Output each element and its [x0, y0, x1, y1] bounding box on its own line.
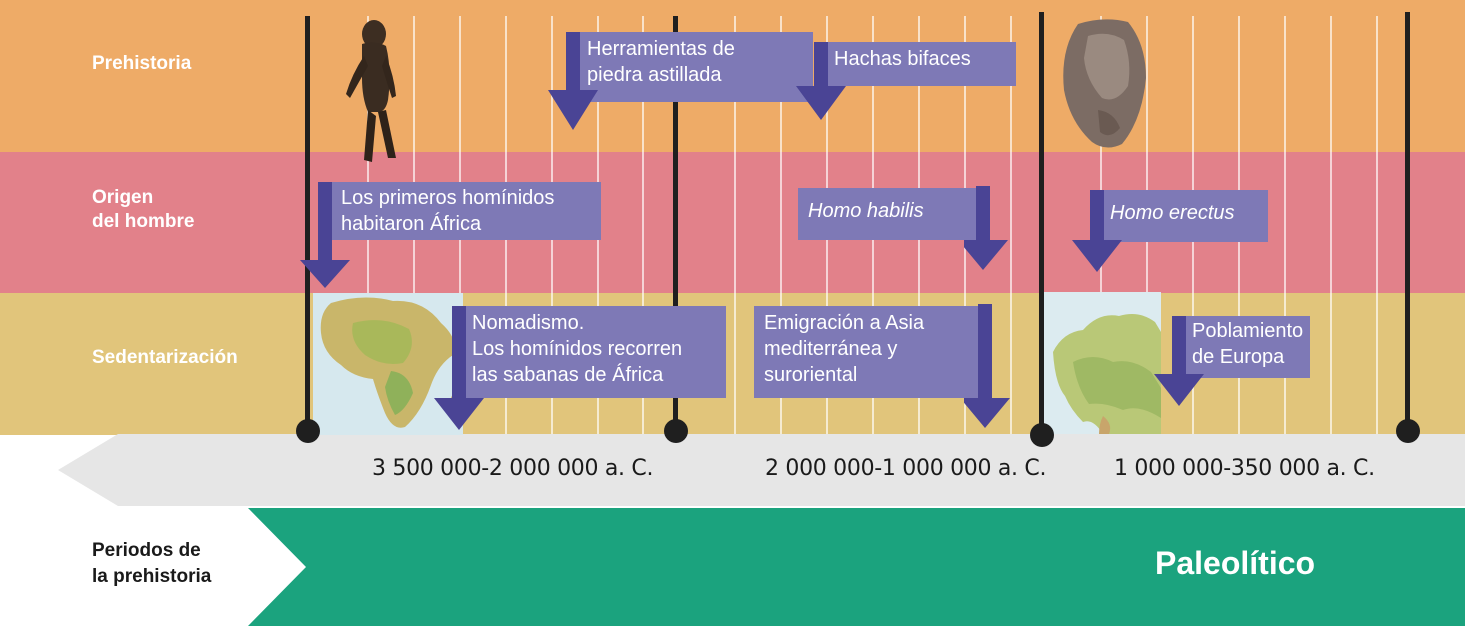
timeline-divider	[1039, 12, 1044, 430]
timeline-arrow	[58, 434, 1465, 506]
timeline-dot	[296, 419, 320, 443]
callout-emigracion: Emigración a Asia mediterránea y surorie…	[754, 306, 982, 398]
callout-poblamiento: Poblamiento de Europa	[1182, 316, 1310, 378]
callout-homo-erectus-text: Homo erectus	[1110, 202, 1235, 224]
callout-primeros-line1: Los primeros homínidos	[341, 187, 555, 209]
arrow-emigracion	[964, 304, 1010, 428]
date-range-3: 1 000 000-350 000 a. C.	[1114, 456, 1375, 481]
callout-nomadismo: Nomadismo. Los homínidos recorren las sa…	[462, 306, 726, 398]
callout-homo-habilis: Homo habilis	[798, 188, 976, 240]
stone-hand-axe	[1063, 19, 1146, 148]
callout-poblamiento-line2: de Europa	[1192, 346, 1285, 368]
callout-primeros-line2: habitaron África	[341, 213, 482, 235]
callout-herramientas-line1: Herramientas de	[587, 38, 735, 60]
row-label-origen: Origen del hombre	[92, 186, 194, 234]
timeline-divider	[1405, 12, 1410, 430]
hominid-figure	[346, 20, 396, 162]
arrow-herramientas	[548, 32, 598, 130]
period-label: Periodos de la prehistoria	[92, 538, 211, 590]
callout-emigracion-line2: mediterránea y	[764, 338, 898, 360]
callout-emigracion-line1: Emigración a Asia	[764, 312, 925, 334]
gridline	[1284, 16, 1286, 434]
row-label-origen-line2: del hombre	[92, 211, 195, 232]
row-label-sedentarizacion: Sedentarización	[92, 347, 238, 368]
callout-primeros: Los primeros homínidos habitaron África	[331, 182, 601, 240]
arrow-homo-habilis	[964, 186, 1008, 270]
timeline-dot	[1030, 423, 1054, 447]
callout-nomadismo-line2: Los homínidos recorren	[472, 338, 683, 360]
date-range-1: 3 500 000-2 000 000 a. C.	[372, 456, 654, 481]
arrow-hachas	[796, 42, 846, 120]
period-band	[248, 508, 1465, 626]
callout-nomadismo-line1: Nomadismo.	[472, 312, 585, 334]
timeline-dot	[664, 419, 688, 443]
arrow-primeros	[300, 182, 350, 288]
timeline-divider	[673, 16, 678, 430]
gridline	[642, 16, 644, 434]
period-name-paleolitico: Paleolítico	[1155, 545, 1316, 581]
callout-emigracion-line3: suroriental	[764, 364, 858, 386]
gridline	[1330, 16, 1332, 434]
callout-homo-erectus: Homo erectus	[1100, 190, 1268, 242]
callout-homo-habilis-text: Homo habilis	[808, 200, 924, 222]
date-range-2: 2 000 000-1 000 000 a. C.	[765, 456, 1047, 481]
row-label-prehistoria: Prehistoria	[92, 53, 192, 74]
gridline	[1376, 16, 1378, 434]
period-label-line2: la prehistoria	[92, 566, 212, 587]
gridline	[734, 16, 736, 434]
africa-map	[313, 293, 463, 435]
arrow-nomadismo	[434, 306, 484, 430]
period-label-line1: Periodos de	[92, 540, 201, 561]
row-label-origen-line1: Origen	[92, 187, 154, 208]
callout-hachas-text: Hachas bifaces	[834, 48, 971, 70]
callout-poblamiento-line1: Poblamiento	[1192, 320, 1304, 342]
gridline	[1010, 16, 1012, 434]
timeline-divider	[305, 16, 310, 430]
gridline	[780, 16, 782, 434]
callout-nomadismo-line3: las sabanas de África	[472, 364, 664, 386]
callout-herramientas-line2: piedra astillada	[587, 64, 722, 86]
europe-map	[1043, 292, 1161, 434]
arrow-homo-erectus	[1072, 190, 1122, 272]
callout-herramientas: Herramientas de piedra astillada	[577, 32, 813, 102]
callout-hachas: Hachas bifaces	[824, 42, 1016, 86]
arrow-poblamiento	[1154, 316, 1204, 406]
timeline-dot	[1396, 419, 1420, 443]
